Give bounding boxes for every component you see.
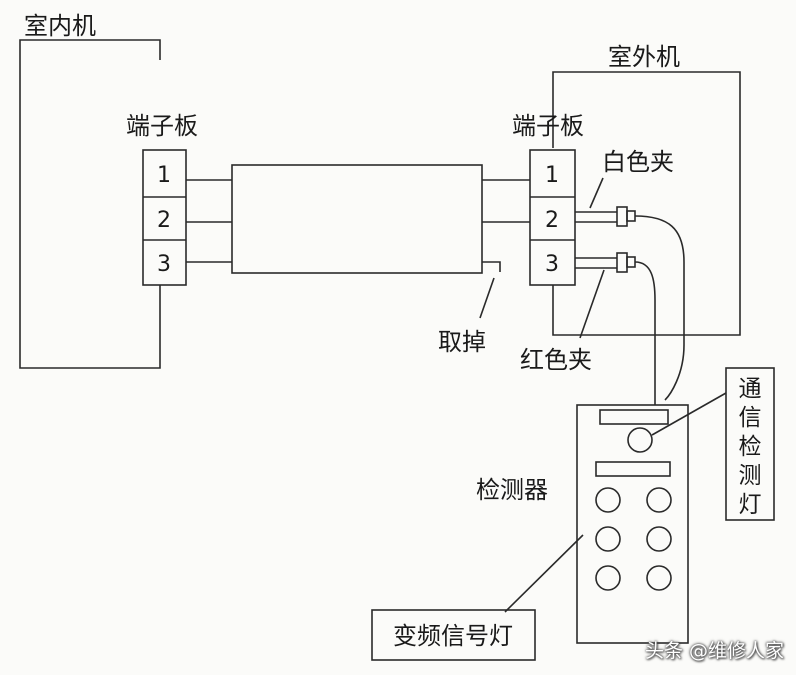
comm-light-char-1: 通 [739, 376, 762, 402]
detector-label: 检测器 [476, 476, 548, 504]
leader-remove [479, 277, 495, 319]
freq-light-6 [646, 565, 672, 591]
white-clip [575, 206, 685, 401]
freq-light-4 [646, 526, 672, 552]
indoor-terminal-2: 2 [157, 208, 171, 233]
indoor-terminal-1: 1 [157, 163, 171, 188]
freq-light-label: 变频信号灯 [393, 622, 513, 650]
leader-freq-light [504, 534, 584, 613]
comm-light-char-2: 信 [739, 405, 762, 431]
outdoor-terminal-2: 2 [545, 208, 559, 233]
detector-display-slot [595, 461, 671, 477]
detector-top-slot [599, 409, 669, 425]
leader-white-clip [589, 177, 604, 209]
outdoor-terminal-1: 1 [545, 163, 559, 188]
comm-light-indicator [627, 427, 653, 453]
red-clip-label: 红色夹 [520, 346, 592, 374]
indoor-terminal-3: 3 [157, 252, 171, 277]
freq-light-2 [646, 487, 672, 513]
comm-light-char-4: 测 [739, 463, 762, 489]
outdoor-terminal-3: 3 [545, 252, 559, 277]
freq-light-3 [595, 526, 621, 552]
leader-comm-light [651, 392, 727, 436]
red-clip [575, 252, 656, 405]
outdoor-unit-label: 室外机 [608, 43, 680, 71]
white-clip-label: 白色夹 [602, 148, 674, 176]
freq-light-label-frame [371, 609, 536, 661]
connecting-cable-body [231, 164, 483, 274]
outdoor-terminal-block [529, 149, 576, 286]
comm-light-char-5: 灯 [739, 492, 762, 518]
watermark: 头条 @维修人家 [644, 640, 784, 662]
outdoor-terminal-board-label: 端子板 [512, 112, 584, 140]
freq-light-1 [595, 487, 621, 513]
indoor-unit-label: 室内机 [24, 12, 96, 40]
indoor-unit-outline [19, 39, 161, 369]
indoor-terminal-block [142, 149, 187, 286]
leader-red-clip [579, 269, 605, 339]
indoor-terminal-board-label: 端子板 [126, 112, 198, 140]
freq-light-5 [595, 565, 621, 591]
comm-light-char-3: 检 [739, 434, 762, 460]
detector-body [576, 404, 689, 644]
removed-wire-3 [482, 261, 501, 272]
comm-light-label-frame [725, 367, 775, 521]
remove-label: 取掉 [438, 328, 486, 356]
outdoor-unit-outline [552, 71, 741, 336]
